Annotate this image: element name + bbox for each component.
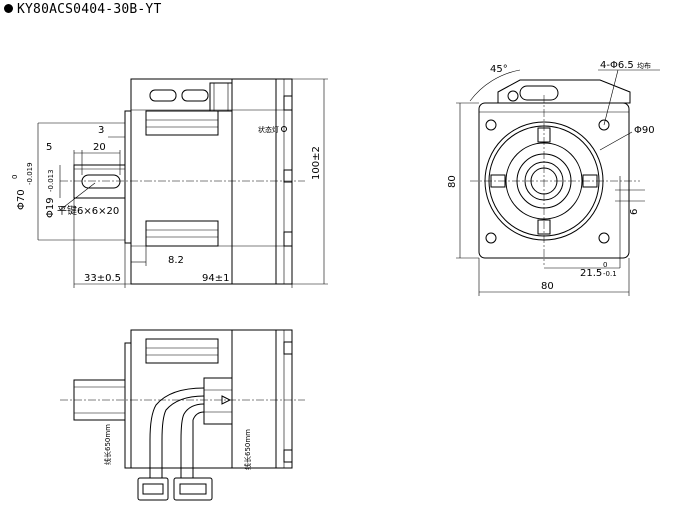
mount-hole-icon	[598, 232, 610, 244]
dim-dia-19: Φ19	[45, 197, 56, 218]
end-view: 45° 4-Φ6.5 均布 Φ90 80 80 6 21.5 0 -0.1	[447, 60, 660, 296]
dim-angle: 45°	[490, 64, 508, 75]
svg-text:0: 0	[11, 175, 19, 179]
drawing-title: KY80ACS0404-30B-YT	[4, 2, 161, 17]
key-label: 平键6×6×20	[57, 204, 119, 217]
dim-dia-90: Φ90	[634, 125, 655, 136]
bottom-view: 线长650mm 线长650mm	[60, 329, 305, 501]
mount-hole-icon	[598, 119, 610, 131]
status-led-icon	[281, 126, 287, 132]
front-view: 状态灯 Φ70 0 -0.019 Φ19 -0.013 平键6×6×20 3 5…	[11, 78, 328, 288]
dim-80-v: 80	[447, 175, 458, 188]
mount-hole-icon	[485, 119, 497, 131]
bullet-icon	[4, 4, 13, 13]
fin-bottom	[145, 220, 219, 247]
svg-text:-0.1: -0.1	[603, 270, 617, 278]
dim-21-5: 21.5	[580, 268, 602, 279]
plug-left	[137, 477, 169, 501]
dim-dia-70: Φ70	[16, 189, 27, 210]
dim-6: 6	[629, 209, 640, 215]
fin-top	[145, 110, 219, 136]
svg-text:-0.019: -0.019	[26, 162, 34, 185]
dim-94: 94±1	[202, 273, 229, 284]
flange-pilot	[124, 110, 132, 244]
svg-text:0: 0	[603, 261, 607, 269]
dim-3: 3	[98, 125, 104, 136]
status-led-label: 状态灯	[258, 125, 279, 134]
keyway	[81, 174, 121, 189]
dim-33: 33±0.5	[84, 273, 121, 284]
model-number: KY80ACS0404-30B-YT	[17, 2, 162, 17]
dim-holes: 4-Φ6.5	[600, 60, 634, 71]
shaft	[73, 164, 126, 199]
svg-text:均布: 均布	[637, 61, 651, 70]
cable-length-left: 线长650mm	[103, 424, 112, 465]
dim-80-h: 80	[541, 281, 554, 292]
dim-8-2: 8.2	[168, 255, 184, 266]
plug-right	[173, 477, 213, 501]
cable-length-right: 线长650mm	[243, 429, 252, 470]
motor-body-bottom	[130, 329, 293, 469]
dim-100: 100±2	[311, 146, 322, 180]
svg-text:-0.013: -0.013	[47, 169, 55, 192]
dim-20: 20	[93, 142, 106, 153]
dim-5: 5	[46, 142, 52, 153]
mount-hole-icon	[485, 232, 497, 244]
